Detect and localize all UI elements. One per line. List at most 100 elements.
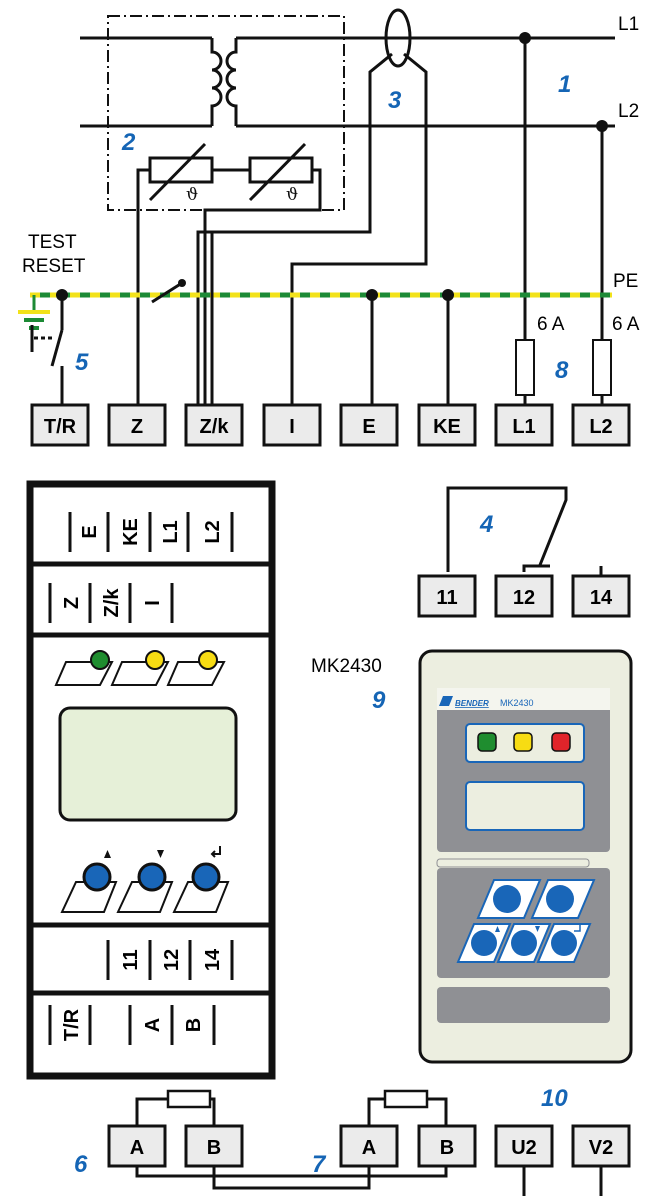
- terminal-label: A: [130, 1137, 144, 1159]
- device-label-z: Z: [61, 597, 83, 609]
- current-transformer-ring: [384, 8, 412, 68]
- device-label-b: B: [183, 1018, 205, 1032]
- device-label-i: I: [142, 600, 164, 606]
- terminal-z[interactable]: [107, 403, 167, 447]
- device-up-button[interactable]: [82, 862, 112, 892]
- panel-key-down[interactable]: [511, 930, 537, 956]
- panel-key-1[interactable]: [493, 885, 521, 913]
- terminal-wires: [136, 232, 450, 405]
- terminal-label: 12: [513, 587, 535, 609]
- callout-1: 1: [558, 71, 571, 98]
- l1-label: L1: [618, 14, 639, 35]
- terminal-b-1[interactable]: [184, 1124, 244, 1168]
- power-lines: [80, 36, 615, 128]
- terminal-label: 14: [590, 587, 613, 609]
- bottom-terminal-row: A B A B U2 V2: [107, 1124, 631, 1168]
- junction-l2: [596, 120, 608, 132]
- panel-arrow-down-icon: [535, 926, 540, 932]
- terminal-ke[interactable]: [417, 403, 477, 447]
- terminal-a-2[interactable]: [339, 1124, 399, 1168]
- terminal-label: Z: [131, 416, 143, 438]
- device-led-yellow-2: [198, 650, 218, 670]
- terminal-14[interactable]: [571, 574, 631, 618]
- device-label-l2: L2: [202, 520, 224, 543]
- device-label-e: E: [79, 525, 101, 538]
- terminal-i[interactable]: [262, 403, 322, 447]
- fuse-l2: [592, 339, 612, 396]
- terminal-t-r[interactable]: [30, 403, 90, 447]
- device-label-a: A: [142, 1018, 164, 1032]
- panel-key-enter[interactable]: [551, 930, 577, 956]
- terminal-l1[interactable]: [494, 403, 554, 447]
- fuse-rating-l2: 6 A: [612, 314, 640, 335]
- terminal-12[interactable]: [494, 574, 554, 618]
- termination-resistor-2: [383, 1089, 429, 1109]
- device-enter-button[interactable]: [191, 862, 221, 892]
- arrow-up-icon: [104, 850, 111, 858]
- device-label-12: 12: [161, 949, 183, 971]
- l2-label: L2: [618, 101, 639, 122]
- callout-6: 6: [74, 1151, 88, 1178]
- terminal-label: I: [289, 416, 295, 438]
- terminal-v2[interactable]: [571, 1124, 631, 1168]
- callout-numbers: 1 2 3 4 5 6 7 8 9 10: [74, 71, 571, 1178]
- top-terminal-row: T/R Z Z/k I E KE L1 L2: [30, 403, 631, 447]
- test-label: TEST: [28, 232, 77, 253]
- terminal-11[interactable]: [417, 574, 477, 618]
- panel-enter-icon: [574, 925, 581, 932]
- device-label-14: 14: [202, 948, 224, 971]
- terminal-label: T/R: [44, 416, 77, 438]
- panel-led-yellow: [513, 732, 533, 752]
- transformer-symbol: [210, 38, 238, 126]
- terminal-label: B: [207, 1137, 221, 1159]
- din-rail-device: E KE L1 L2 Z Z/k I 11 12 14 T/R A B: [26, 480, 276, 1080]
- pe-label: PE: [613, 271, 638, 292]
- ptc-sensors: [136, 142, 322, 420]
- terminal-u2[interactable]: [494, 1124, 554, 1168]
- terminal-label: V2: [589, 1137, 613, 1159]
- callout-5: 5: [75, 349, 89, 376]
- reset-label: RESET: [22, 256, 86, 277]
- enter-icon: [210, 846, 221, 858]
- panel-key-2[interactable]: [546, 885, 574, 913]
- arrow-down-icon: [157, 850, 164, 858]
- device-label-z-k: Z/k: [101, 588, 123, 618]
- device-led-yellow-1: [145, 650, 165, 670]
- callout-4: 4: [479, 511, 493, 538]
- relay-terminal-row: 11 12 14: [417, 574, 631, 618]
- device-down-button[interactable]: [137, 862, 167, 892]
- panel-display: [465, 781, 585, 831]
- theta-symbol-2: ϑ: [286, 185, 298, 205]
- device-label-11: 11: [120, 949, 142, 970]
- terminal-l2[interactable]: [571, 403, 631, 447]
- device-display: [58, 706, 238, 822]
- panel-inner-model: MK2430: [500, 698, 534, 708]
- panel-led-green: [477, 732, 497, 752]
- bender-logo: [439, 696, 453, 706]
- terminal-label: L2: [589, 416, 612, 438]
- terminal-a-1[interactable]: [107, 1124, 167, 1168]
- terminal-label: 11: [436, 587, 457, 609]
- test-reset-switch: [30, 281, 183, 405]
- device-label-ke: KE: [120, 518, 142, 546]
- callout-7: 7: [312, 1151, 327, 1178]
- device-label-t-r: T/R: [61, 1008, 83, 1041]
- terminal-z-k[interactable]: [184, 403, 244, 447]
- panel-brand: BENDER: [455, 699, 489, 708]
- earth-icon: [18, 295, 50, 330]
- callout-10: 10: [541, 1085, 568, 1112]
- fuse-rating-l1: 6 A: [537, 314, 565, 335]
- terminal-label: E: [362, 416, 375, 438]
- panel-key-up[interactable]: [471, 930, 497, 956]
- relay-contact: [446, 486, 603, 576]
- terminal-label: L1: [512, 416, 535, 438]
- callout-8: 8: [555, 357, 569, 384]
- terminal-b-2[interactable]: [417, 1124, 477, 1168]
- terminal-label: KE: [433, 416, 461, 438]
- callout-9: 9: [372, 687, 386, 714]
- terminal-e[interactable]: [339, 403, 399, 447]
- callout-2: 2: [121, 129, 136, 156]
- device-label-l1: L1: [160, 520, 182, 543]
- theta-symbol-1: ϑ: [186, 185, 198, 205]
